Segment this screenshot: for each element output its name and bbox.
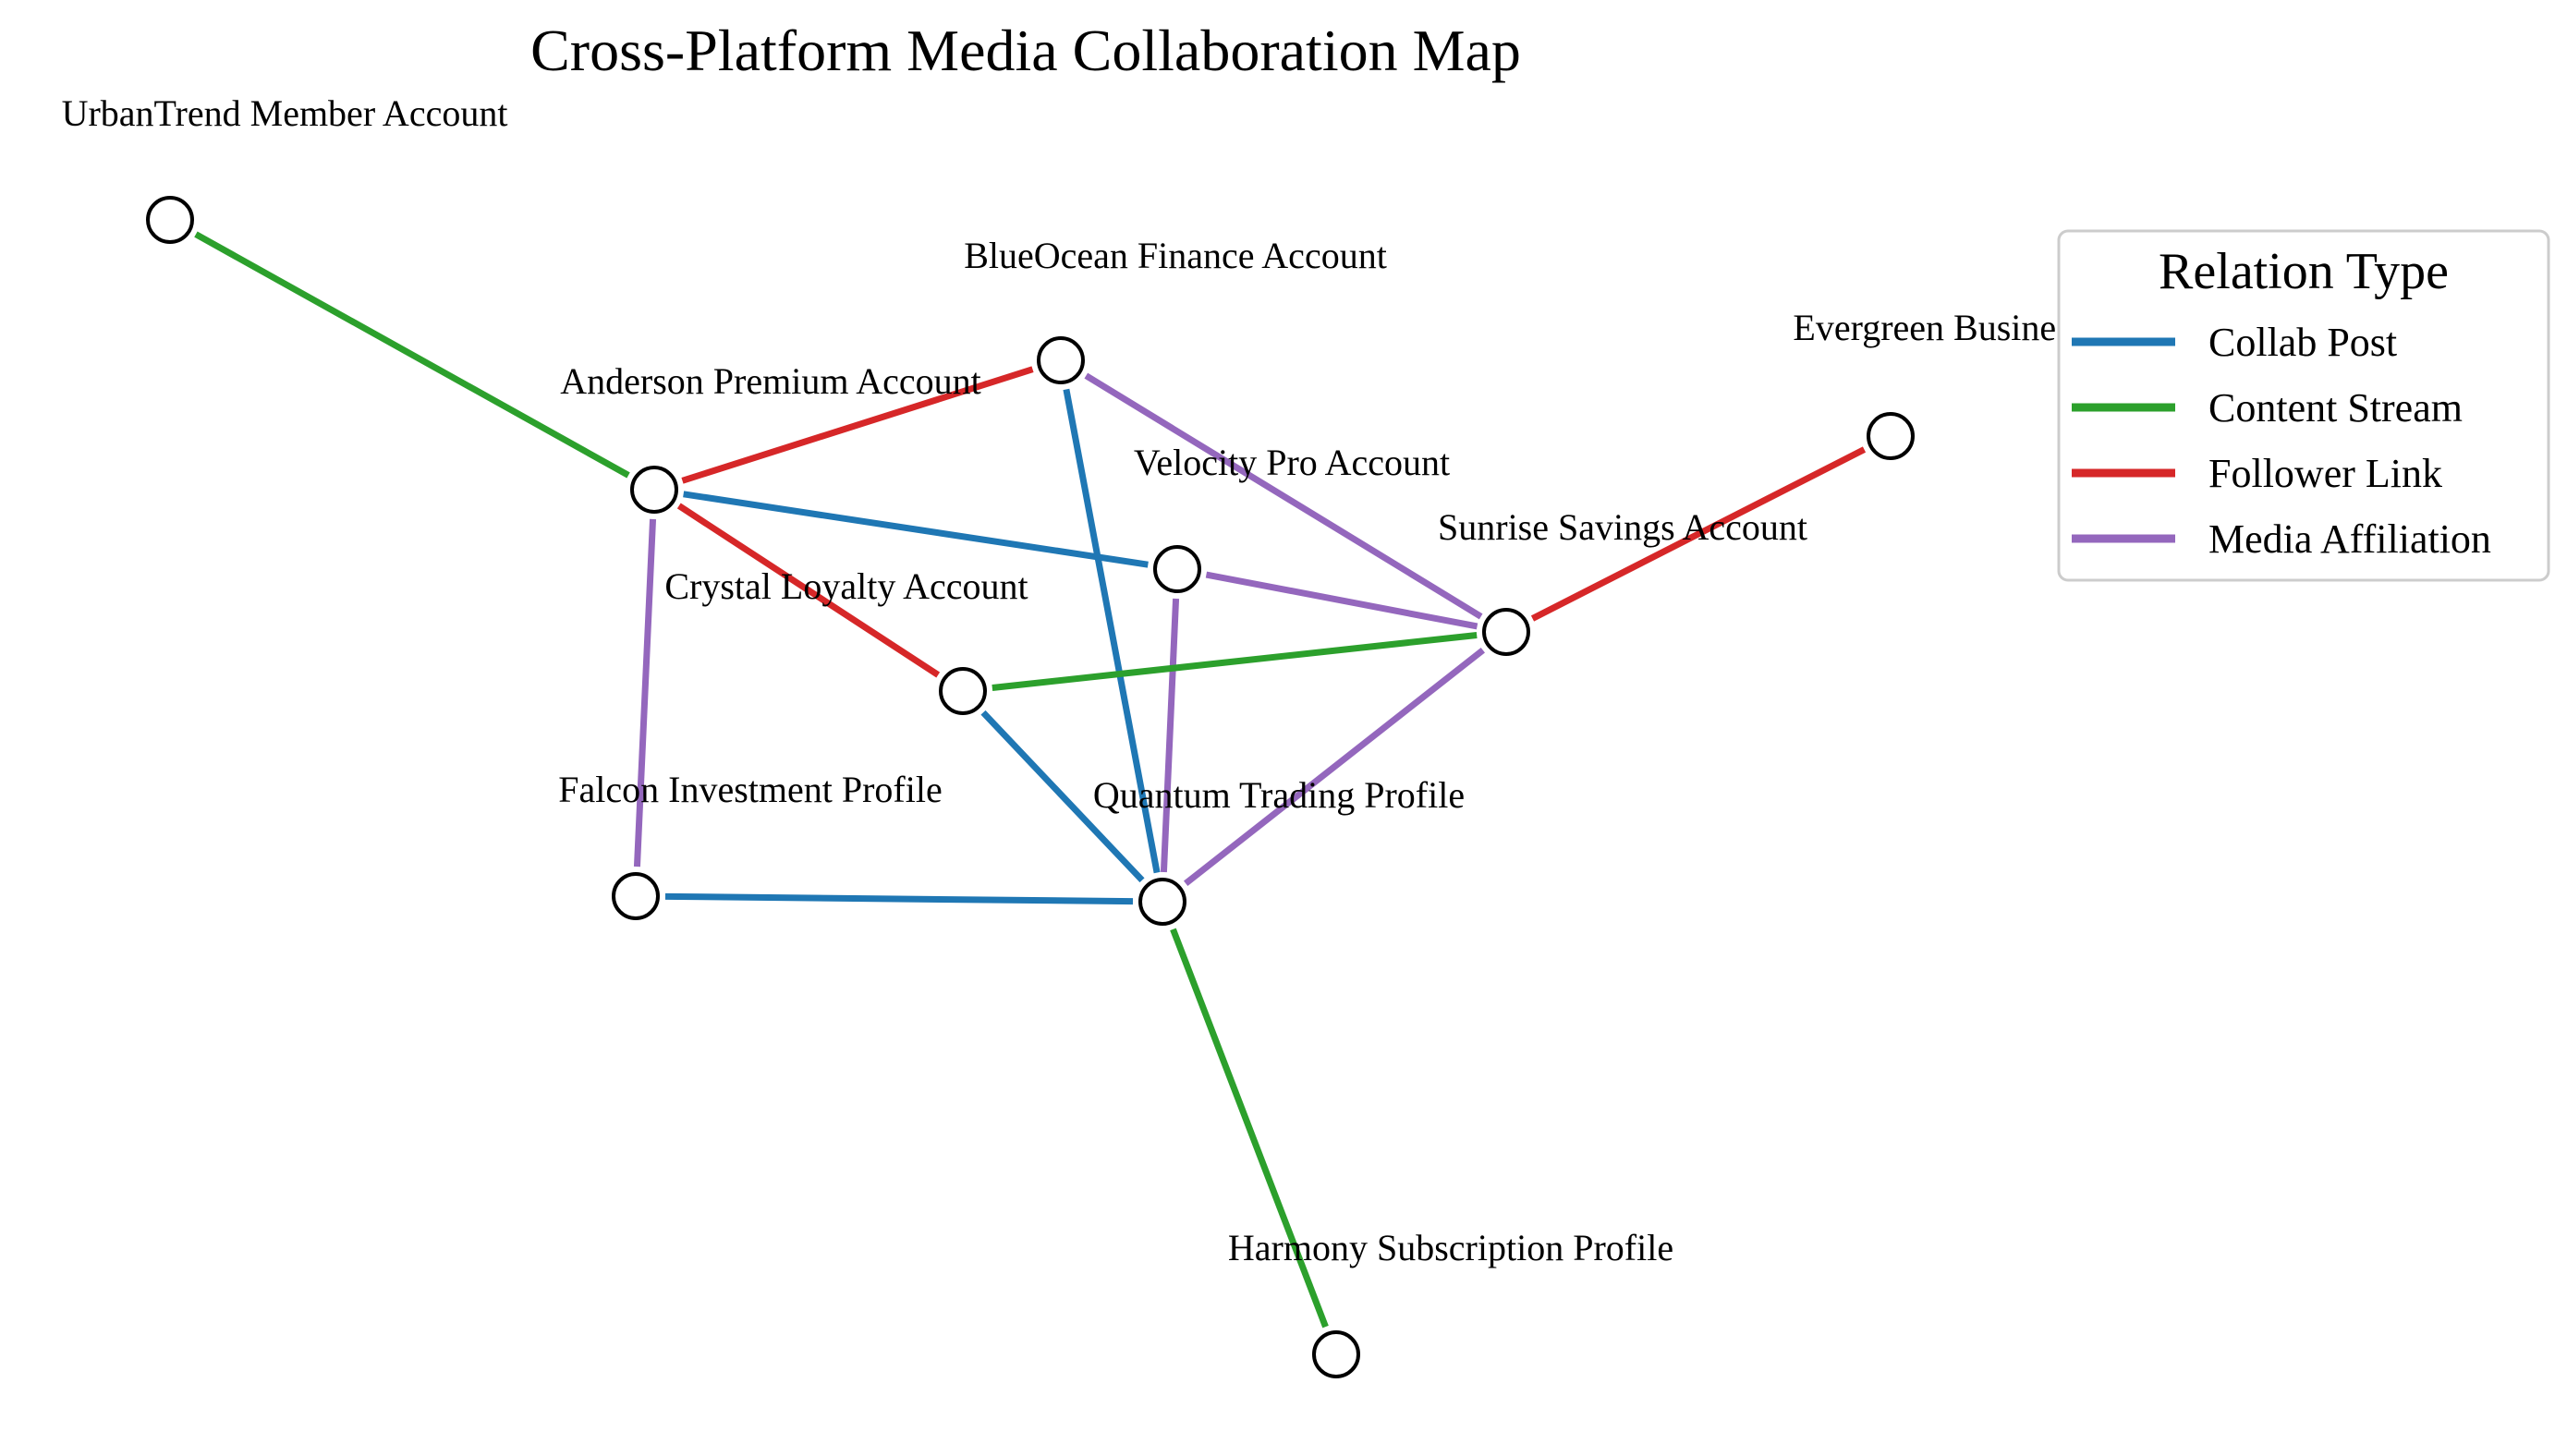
edge-quantum-harmony	[1170, 928, 1329, 1329]
node-label-harmony: Harmony Subscription Profile	[1228, 1227, 1673, 1268]
node-label-crystal: Crystal Loyalty Account	[664, 565, 1028, 607]
node-label-blueocean: BlueOcean Finance Account	[964, 235, 1387, 276]
edge-crystal-quantum	[980, 710, 1145, 883]
node-harmony[interactable]	[1312, 1330, 1360, 1378]
node-falcon[interactable]	[612, 872, 660, 920]
edge-anderson-velocity	[683, 491, 1149, 568]
legend-label-follower_link: Follower Link	[2208, 451, 2442, 496]
edge-anderson-blueocean	[681, 366, 1034, 484]
nodes-layer	[146, 196, 1915, 1378]
edges-layer	[194, 231, 1867, 1329]
node-sunrise[interactable]	[1482, 608, 1530, 656]
edge-sunrise-evergreen	[1530, 446, 1867, 622]
diagram-title: Cross-Platform Media Collaboration Map	[530, 18, 1521, 83]
node-label-quantum: Quantum Trading Profile	[1093, 774, 1465, 816]
node-quantum[interactable]	[1138, 878, 1186, 926]
node-anderson[interactable]	[630, 466, 678, 514]
node-urbantrend[interactable]	[146, 196, 194, 244]
edge-sunrise-quantum	[1184, 648, 1485, 886]
edge-blueocean-sunrise	[1084, 372, 1483, 620]
edge-urbantrend-anderson	[194, 231, 630, 479]
edge-crystal-sunrise	[992, 631, 1478, 692]
node-label-velocity: Velocity Pro Account	[1134, 442, 1450, 483]
legend-label-collab_post: Collab Post	[2208, 320, 2397, 365]
node-crystal[interactable]	[939, 667, 987, 715]
legend-box	[2057, 229, 2550, 582]
node-evergreen[interactable]	[1867, 412, 1915, 460]
node-label-anderson: Anderson Premium Account	[560, 360, 981, 402]
legend-label-media_affiliation: Media Affiliation	[2208, 516, 2491, 562]
node-label-falcon: Falcon Investment Profile	[558, 769, 942, 810]
edge-anderson-falcon	[633, 518, 657, 868]
legend-label-content_stream: Content Stream	[2208, 385, 2463, 431]
edge-velocity-quantum	[1160, 598, 1180, 873]
node-label-urbantrend: UrbanTrend Member Account	[62, 92, 508, 134]
node-blueocean[interactable]	[1037, 336, 1085, 384]
node-label-sunrise: Sunrise Savings Account	[1438, 506, 1807, 548]
edge-falcon-quantum	[664, 892, 1134, 905]
legend-title: Relation Type	[2159, 243, 2449, 300]
edge-anderson-crystal	[676, 503, 941, 678]
edge-blueocean-quantum	[1063, 388, 1161, 874]
edge-velocity-sunrise	[1205, 571, 1478, 630]
node-velocity[interactable]	[1153, 545, 1201, 593]
